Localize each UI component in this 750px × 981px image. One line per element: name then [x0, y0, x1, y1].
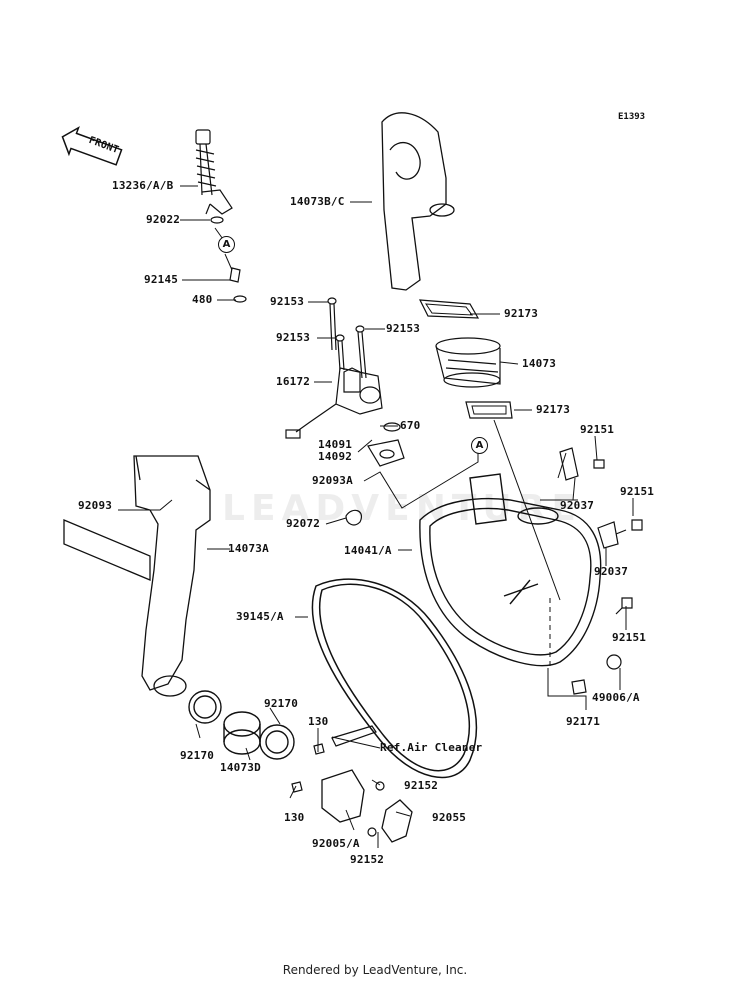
label-92152-b: 92152 [350, 853, 385, 866]
cvt-cover-drawing [419, 473, 602, 667]
label-92153-b: 92153 [276, 331, 311, 344]
label-14073a: 14073A [228, 542, 269, 555]
label-92171: 92171 [566, 715, 601, 728]
label-92005a: 92005/A [312, 837, 360, 850]
label-130-a: 130 [308, 715, 329, 728]
label-92151-b: 92151 [620, 485, 655, 498]
drive-belt-drawing [311, 578, 478, 779]
label-92037-b: 92037 [594, 565, 629, 578]
footer-credit: Rendered by LeadVenture, Inc. [282, 963, 468, 977]
watermark: LEADVENTURE [222, 488, 582, 529]
label-39145a: 39145/A [236, 610, 284, 623]
label-13236: 13236/A/B [112, 179, 174, 192]
label-92152-a: 92152 [404, 779, 439, 792]
label-92173-a: 92173 [504, 307, 539, 320]
label-92145: 92145 [144, 273, 179, 286]
label-130-b: 130 [284, 811, 305, 824]
label-14041a: 14041/A [344, 544, 392, 557]
label-92093: 92093 [78, 499, 113, 512]
label-92170-b: 92170 [264, 697, 299, 710]
duct-14073A-drawing [133, 455, 211, 697]
label-480: 480 [192, 293, 213, 306]
label-92093a: 92093A [312, 474, 353, 487]
label-670: 670 [400, 419, 421, 432]
label-ref-air-cleaner: Ref.Air Cleaner [380, 741, 483, 754]
label-92022: 92022 [146, 213, 181, 226]
diagram-code: E1393 [618, 112, 646, 122]
label-14092: 14092 [318, 450, 353, 463]
callout-a-upper: A [218, 236, 235, 253]
label-92153-a: 92153 [270, 295, 305, 308]
front-arrow-icon [61, 126, 123, 166]
label-92037-a: 92037 [560, 499, 595, 512]
label-92151-a: 92151 [580, 423, 615, 436]
label-14073: 14073 [522, 357, 557, 370]
label-92173-b: 92173 [536, 403, 571, 416]
label-92170-a: 92170 [180, 749, 215, 762]
label-14091: 14091 [318, 438, 353, 451]
label-92072: 92072 [286, 517, 321, 530]
label-92055: 92055 [432, 811, 467, 824]
label-92151-c: 92151 [612, 631, 647, 644]
callout-a-lower: A [471, 437, 488, 454]
label-14073bc: 14073B/C [290, 195, 345, 208]
throttle-body-drawing [285, 367, 383, 439]
duct-14073BC-drawing [381, 112, 455, 291]
throttle-cable-drawing [195, 129, 233, 215]
label-14073d: 14073D [220, 761, 261, 774]
label-16172: 16172 [276, 375, 311, 388]
label-92153-c: 92153 [386, 322, 421, 335]
label-49006a: 49006/A [592, 691, 640, 704]
